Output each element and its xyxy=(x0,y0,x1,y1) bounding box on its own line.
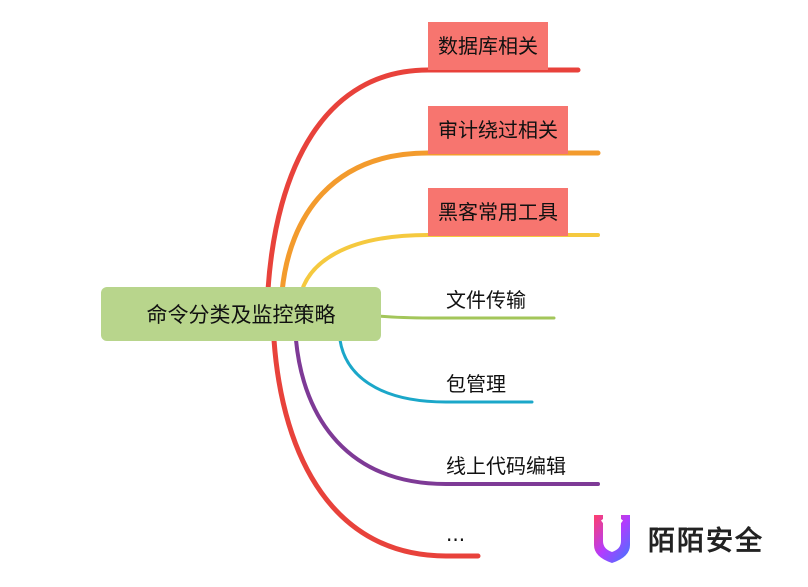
branch-connector xyxy=(265,67,581,293)
branch-connector xyxy=(376,314,556,320)
root-label: 命令分类及监控策略 xyxy=(146,303,336,327)
branch-connector xyxy=(338,338,534,404)
branch-node[interactable]: 线上代码编辑 xyxy=(446,450,566,479)
momo-shield-logo-icon xyxy=(594,515,630,563)
branch-label: 文件传输 xyxy=(446,288,526,312)
branch-label: 线上代码编辑 xyxy=(446,454,566,478)
branch-label: 黑客常用工具 xyxy=(438,200,558,224)
branch-node[interactable]: 数据库相关 xyxy=(428,22,548,70)
branch-label: 审计绕过相关 xyxy=(438,118,558,142)
watermark: 陌陌安全 xyxy=(590,508,764,568)
branch-node[interactable]: 审计绕过相关 xyxy=(428,106,568,154)
branch-connector xyxy=(294,338,600,486)
branch-connector xyxy=(279,150,601,295)
branch-connector xyxy=(298,233,600,300)
branch-node[interactable]: ... xyxy=(446,522,465,546)
root-node[interactable]: 命令分类及监控策略 xyxy=(101,287,381,341)
watermark-text: 陌陌安全 xyxy=(648,525,764,557)
branch-node[interactable]: 包管理 xyxy=(446,368,506,397)
branch-label: ... xyxy=(446,522,466,546)
branch-connectors xyxy=(265,67,601,559)
branch-node[interactable]: 黑客常用工具 xyxy=(428,188,568,236)
branch-label: 包管理 xyxy=(446,372,506,396)
branch-node[interactable]: 文件传输 xyxy=(446,284,526,313)
branch-label: 数据库相关 xyxy=(438,34,538,58)
branch-connector xyxy=(271,337,481,559)
